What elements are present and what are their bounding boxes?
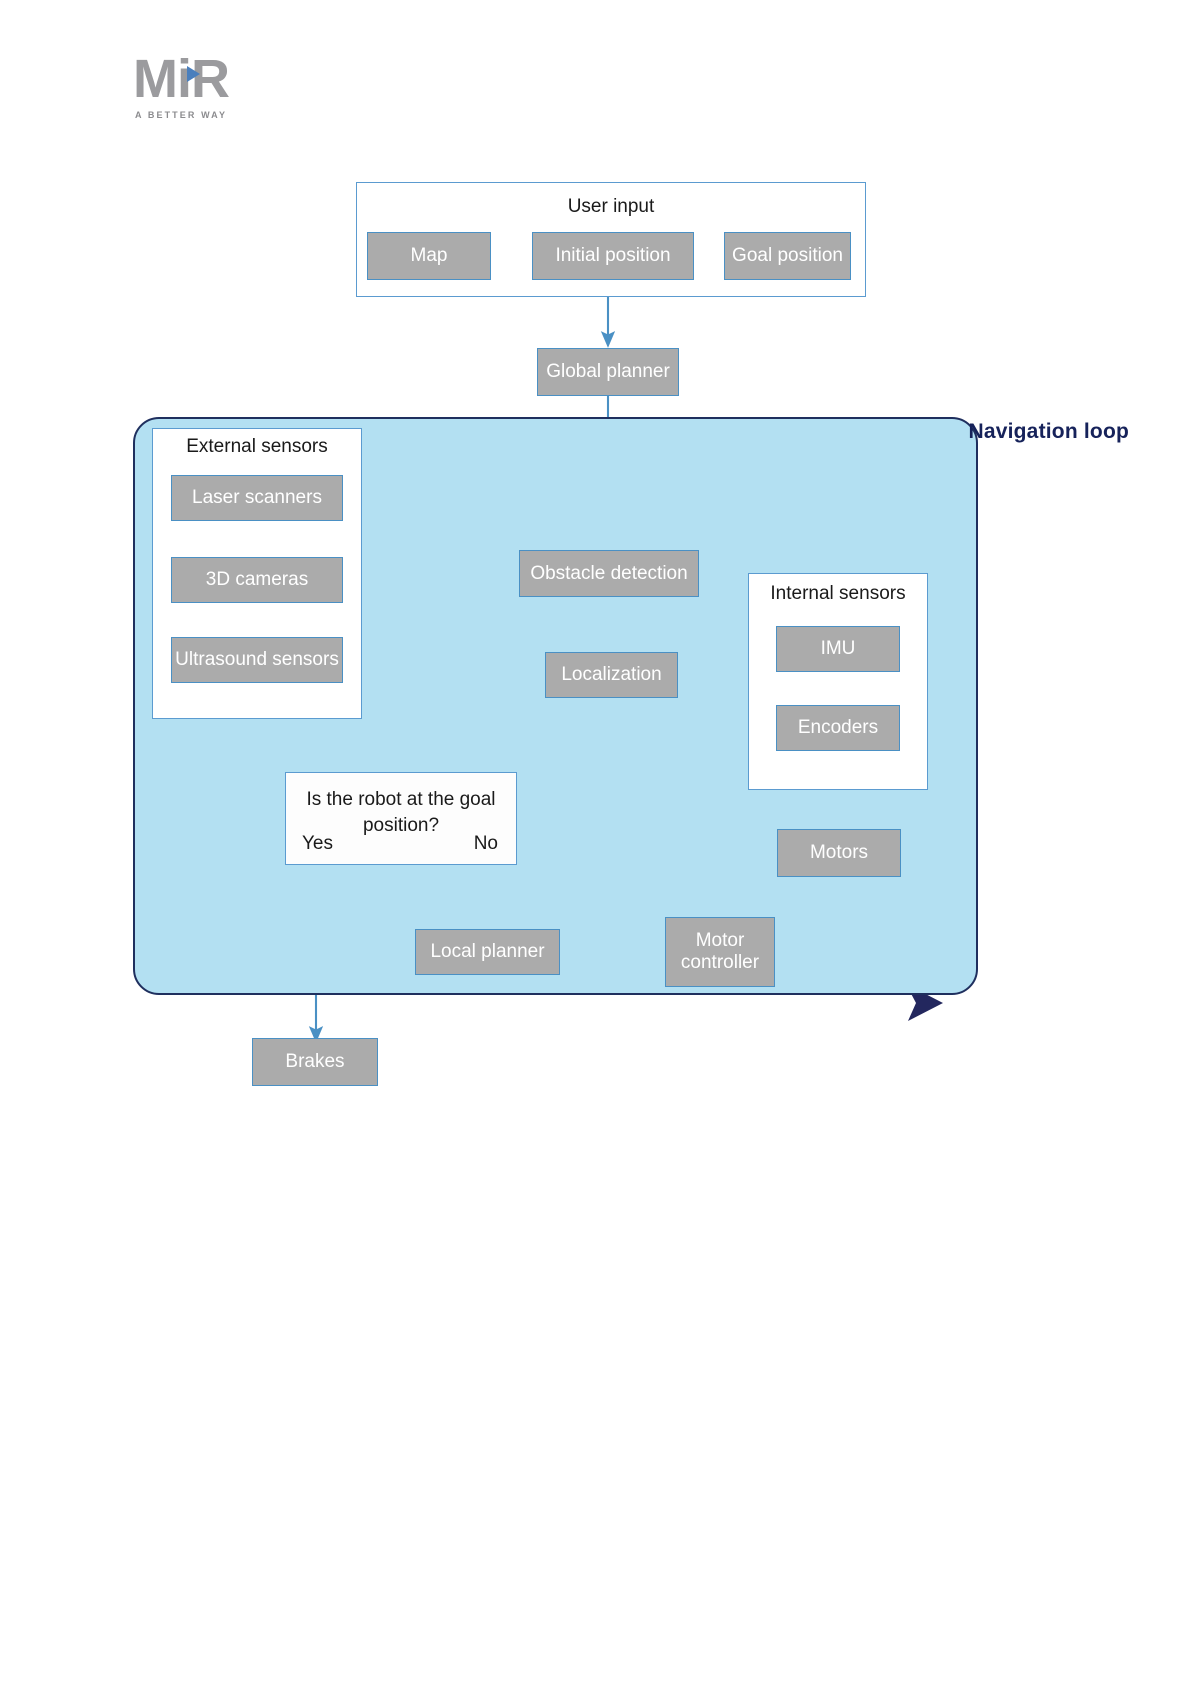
decision-question: Is the robot at the goal position? <box>286 787 516 839</box>
decision-question-line2: position? <box>362 815 440 836</box>
node-3d-cameras-label: 3D cameras <box>205 569 309 590</box>
node-obstacle-detection[interactable]: Obstacle detection <box>519 550 699 597</box>
node-initial-position-label: Initial position <box>555 245 671 266</box>
external-sensors-title: External sensors <box>186 436 328 457</box>
node-initial-position[interactable]: Initial position <box>532 232 694 280</box>
node-motor-controller[interactable]: Motor controller <box>665 917 775 987</box>
decision-yes-label: Yes <box>302 833 333 854</box>
internal-sensors-group: Internal sensors <box>748 573 928 790</box>
node-motors[interactable]: Motors <box>777 829 901 877</box>
navigation-loop-title: Navigation loop <box>968 420 1129 443</box>
logo-tagline: A BETTER WAY <box>135 110 228 120</box>
node-imu-label: IMU <box>820 638 856 659</box>
node-global-planner[interactable]: Global planner <box>537 348 679 396</box>
mir-wordmark: MiR <box>133 49 230 109</box>
node-3d-cameras[interactable]: 3D cameras <box>171 557 343 603</box>
node-motor-controller-line2: controller <box>680 952 760 973</box>
decision-question-line1: Is the robot at the goal <box>306 789 496 810</box>
node-map[interactable]: Map <box>367 232 491 280</box>
node-motor-controller-line1: Motor <box>695 930 745 951</box>
node-motors-label: Motors <box>809 842 869 863</box>
node-global-planner-label: Global planner <box>546 361 670 382</box>
node-obstacle-detection-label: Obstacle detection <box>530 562 688 584</box>
node-ultrasound-sensors[interactable]: Ultrasound sensors <box>171 637 343 683</box>
node-localization-label: Localization <box>561 664 662 685</box>
internal-sensors-title: Internal sensors <box>770 583 906 604</box>
node-encoders-label: Encoders <box>797 717 879 738</box>
node-encoders[interactable]: Encoders <box>776 705 900 751</box>
node-local-planner[interactable]: Local planner <box>415 929 560 975</box>
node-brakes-label: Brakes <box>285 1051 345 1072</box>
node-goal-position-label: Goal position <box>732 245 843 266</box>
node-local-planner-label: Local planner <box>430 941 545 962</box>
node-laser-scanners-label: Laser scanners <box>192 487 322 508</box>
decision-no-label: No <box>473 833 498 854</box>
node-localization[interactable]: Localization <box>545 652 678 698</box>
user-input-title: User input <box>567 196 655 217</box>
logo-triangle-icon <box>187 66 200 82</box>
node-ultrasound-sensors-label: Ultrasound sensors <box>175 649 339 670</box>
node-imu[interactable]: IMU <box>776 626 900 672</box>
node-brakes[interactable]: Brakes <box>252 1038 378 1086</box>
node-laser-scanners[interactable]: Laser scanners <box>171 475 343 521</box>
mir-logo: MiR A BETTER WAY <box>133 52 233 122</box>
node-goal-position[interactable]: Goal position <box>724 232 851 280</box>
node-decision-goal-reached[interactable]: Is the robot at the goal position? Yes N… <box>285 772 517 865</box>
node-map-label: Map <box>410 245 448 266</box>
